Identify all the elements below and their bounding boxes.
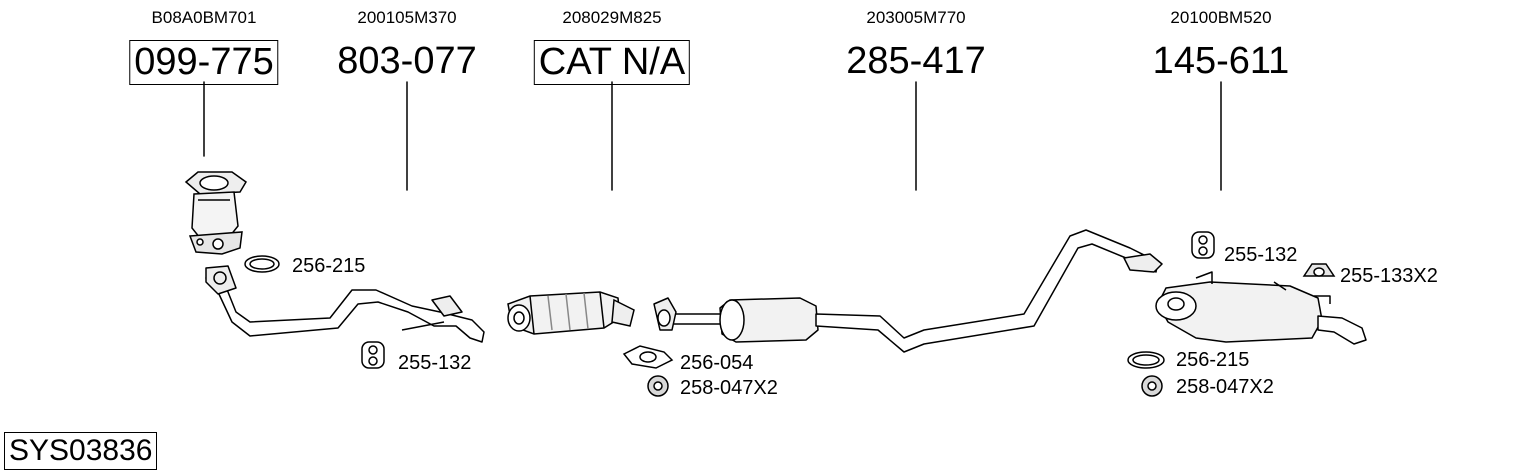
front-pipe-part bbox=[205, 265, 485, 343]
centre-silencer-part bbox=[653, 229, 1163, 353]
rubber-mount-icon bbox=[1191, 231, 1215, 259]
part-number[interactable]: 803-077 bbox=[337, 40, 477, 82]
small-part-label[interactable]: 256-215 bbox=[292, 255, 366, 277]
system-code: SYS03836 bbox=[4, 432, 158, 470]
part-number[interactable]: 285-417 bbox=[846, 40, 986, 82]
manifold-catalyst-part bbox=[184, 171, 247, 255]
small-part-label[interactable]: 258-047X2 bbox=[680, 377, 778, 399]
nut-icon bbox=[1141, 375, 1163, 397]
part-number[interactable]: 099-775 bbox=[129, 40, 279, 85]
oem-number: B08A0BM701 bbox=[151, 8, 257, 27]
rubber-ring-icon bbox=[1302, 263, 1336, 277]
oem-number: 20100BM520 bbox=[1170, 8, 1272, 27]
small-part-label[interactable]: 255-132 bbox=[1224, 244, 1298, 266]
gasket-icon bbox=[622, 345, 674, 369]
rubber-mount-icon bbox=[361, 341, 385, 369]
small-part-label[interactable]: 258-047X2 bbox=[1176, 376, 1274, 398]
gasket-icon bbox=[1127, 351, 1165, 369]
oem-number: 203005M770 bbox=[866, 8, 966, 27]
small-part-label[interactable]: 255-132 bbox=[398, 352, 472, 374]
part-number[interactable]: CAT N/A bbox=[533, 40, 691, 85]
oem-number: 200105M370 bbox=[357, 8, 457, 27]
oem-number: 208029M825 bbox=[562, 8, 662, 27]
part-number[interactable]: 145-611 bbox=[1152, 40, 1290, 82]
rear-silencer-part bbox=[1155, 271, 1367, 345]
small-part-label[interactable]: 255-133X2 bbox=[1340, 265, 1438, 287]
small-part-label[interactable]: 256-215 bbox=[1176, 349, 1250, 371]
small-part-label[interactable]: 256-054 bbox=[680, 352, 754, 374]
nut-icon bbox=[647, 375, 669, 397]
catalytic-converter-part bbox=[507, 291, 635, 335]
